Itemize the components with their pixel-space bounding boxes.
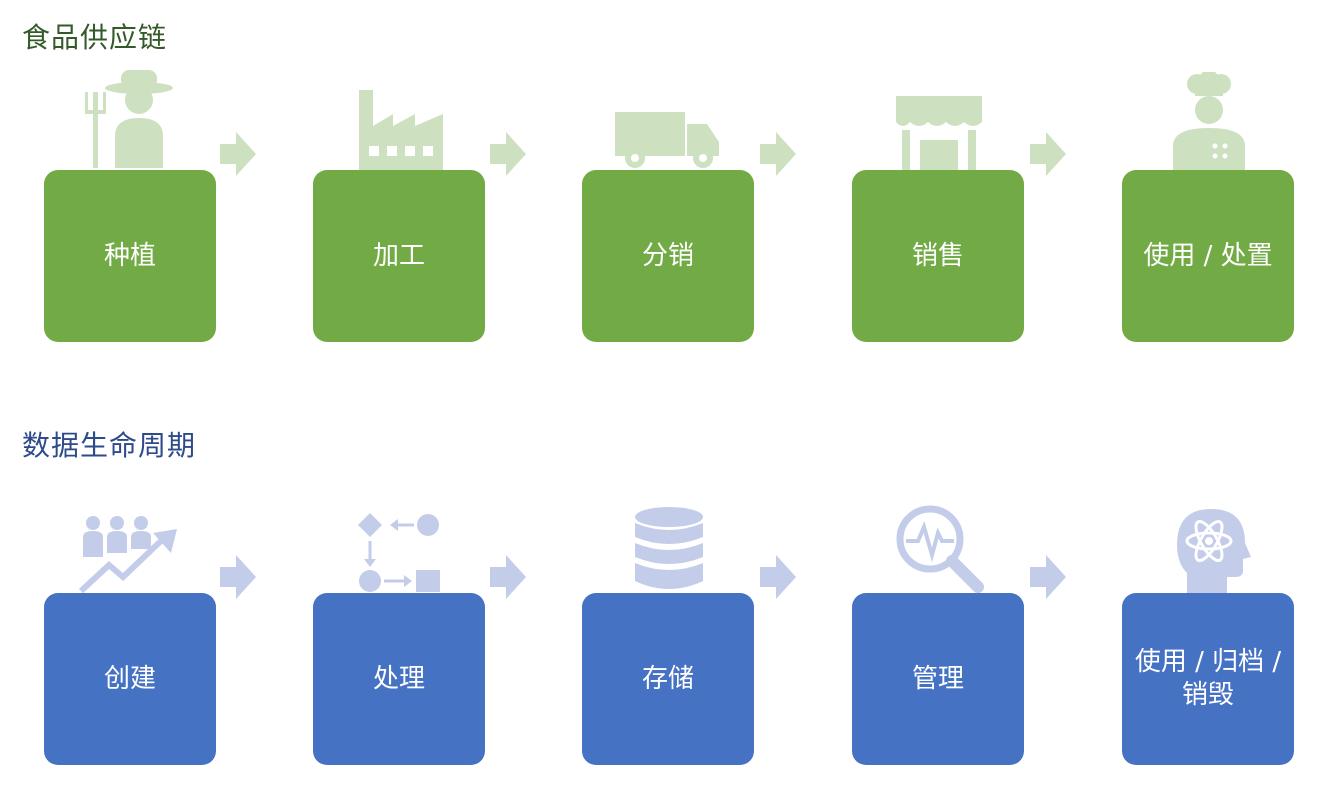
stage-label: 使用 / 归档 / 销毁 [1122,593,1294,765]
stage-sales: 销售 [852,60,1026,350]
stage-label: 加工 [313,170,485,342]
stage-label: 创建 [44,593,216,765]
stage-use-disposal: 使用 / 处置 [1122,60,1296,350]
stage-label: 使用 / 处置 [1122,170,1294,342]
food-supply-chain-row: 种植 加工 分 [0,60,1334,380]
flow-arrow-icon [220,555,256,599]
factory-icon [313,60,487,170]
flow-arrow-icon [760,555,796,599]
food-supply-chain-title: 食品供应链 [22,21,168,54]
flow-arrow-icon [1030,555,1066,599]
flow-arrow-icon [760,132,796,176]
flow-arrow-icon [490,132,526,176]
stage-management: 管理 [852,483,1026,773]
stage-storage: 存储 [582,483,756,773]
process-flow-icon [313,483,487,593]
flow-arrow-icon [220,132,256,176]
flow-arrow-icon [490,555,526,599]
stage-label: 销售 [852,170,1024,342]
stage-label: 存储 [582,593,754,765]
growth-people-icon [44,483,218,593]
stage-process: 处理 [313,483,487,773]
stage-planting: 种植 [44,60,218,350]
stage-processing: 加工 [313,60,487,350]
store-icon [852,60,1026,170]
stage-label: 分销 [582,170,754,342]
database-icon [582,483,756,593]
stage-distribution: 分销 [582,60,756,350]
magnifier-pulse-icon [852,483,1026,593]
stage-create: 创建 [44,483,218,773]
data-lifecycle-title: 数据生命周期 [22,429,197,462]
stage-label: 管理 [852,593,1024,765]
stage-label: 种植 [44,170,216,342]
brain-atom-icon [1122,483,1296,593]
truck-icon [582,60,756,170]
stage-label: 处理 [313,593,485,765]
stage-use-archive-destroy: 使用 / 归档 / 销毁 [1122,483,1296,773]
farmer-icon [44,60,218,170]
chef-icon [1122,60,1296,170]
data-lifecycle-row: 创建 处理 [0,483,1334,803]
flow-arrow-icon [1030,132,1066,176]
